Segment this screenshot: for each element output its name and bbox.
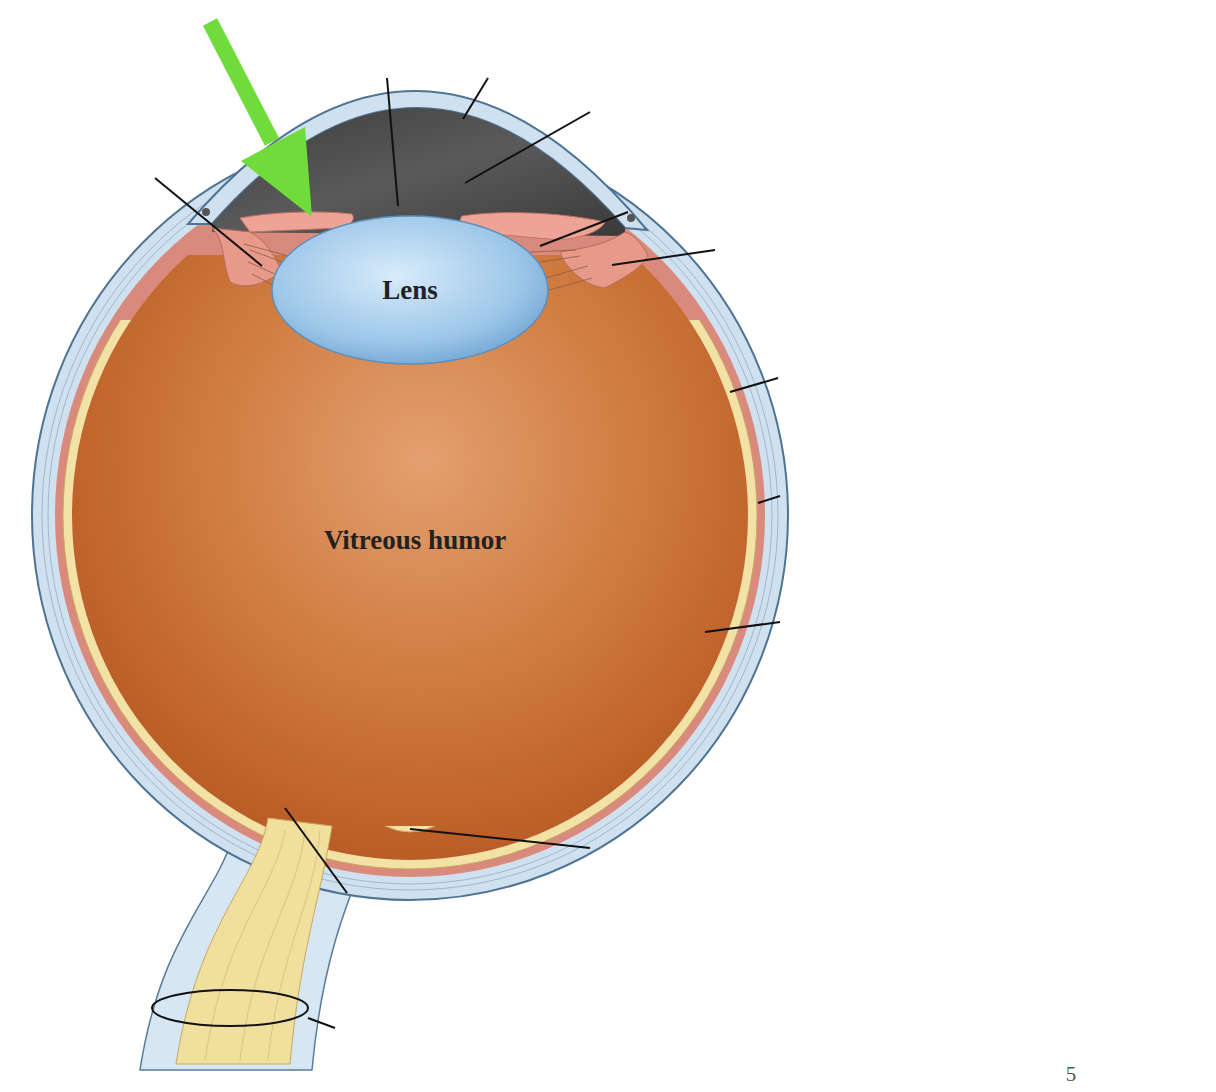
part-name: Lens: [382, 275, 438, 306]
sclera-fibers: [42, 140, 778, 890]
choroid: [55, 153, 765, 877]
vitreous-body: [72, 255, 748, 860]
ciliary-body: [560, 232, 648, 288]
part-name: Vitreous humor: [324, 525, 506, 556]
page-number: 5: [1066, 1062, 1077, 1087]
canal-dot: [627, 214, 635, 222]
lens-shape: [272, 216, 548, 364]
optic-nerve: [176, 818, 332, 1064]
pointer-arrow: [210, 22, 312, 217]
sclera-fibers: [48, 146, 772, 884]
ciliary-body: [212, 228, 282, 286]
leader-lines: [152, 78, 780, 1028]
canal-dot: [202, 208, 210, 216]
retina: [63, 320, 757, 869]
sclera: [32, 130, 788, 900]
